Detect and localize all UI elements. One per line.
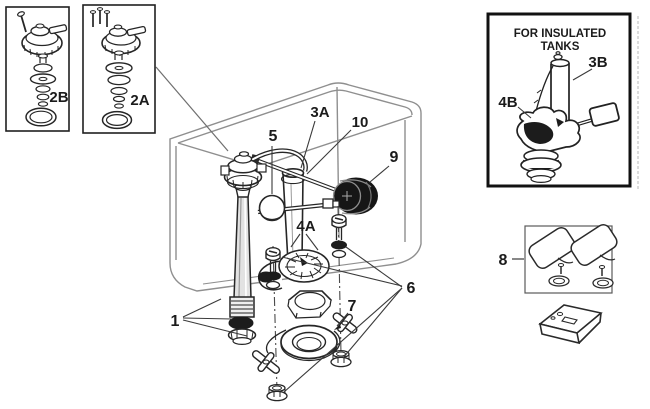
callout-4a: 4A	[296, 218, 315, 235]
mounting-plate-drawing	[251, 312, 358, 374]
callout-6: 6	[407, 280, 416, 297]
insulated-title-line1: FOR INSULATED	[514, 28, 606, 40]
fill-valve-drawing	[220, 151, 267, 346]
callout-4b: 4B	[498, 94, 517, 111]
callout-7: 7	[348, 298, 357, 315]
wedge-shim-drawing	[538, 304, 603, 345]
flapper-pad-kit-8: 8	[499, 224, 618, 294]
callout-8: 8	[499, 252, 508, 269]
callout-2a: 2A	[130, 92, 149, 109]
inset-kit-2a: 2A	[82, 4, 156, 134]
float-ball-drawing	[332, 177, 378, 215]
callout-3b: 3B	[588, 54, 607, 71]
callout-2b: 2B	[49, 89, 68, 106]
callout-10: 10	[352, 114, 369, 131]
right-tank-bolt-drawing	[331, 213, 347, 259]
callout-9: 9	[390, 149, 399, 166]
overflow-tube-drawing	[280, 168, 306, 263]
refill-tube-drawing	[248, 148, 308, 172]
inset-insulated-tanks: FOR INSULATED TANKS	[486, 12, 632, 188]
kit-to-valve-leader	[155, 66, 229, 152]
bottom-hex-nut-left	[266, 383, 288, 402]
callout-labels: 5 3A 10 9 4A 1 7 6	[171, 104, 416, 330]
float-cup-drawing	[257, 194, 340, 222]
leader-3b	[572, 68, 593, 81]
callout-5: 5	[269, 128, 278, 145]
insulated-title-line2: TANKS	[541, 41, 580, 53]
locknut-drawing	[287, 290, 333, 319]
inset-kit-2b: 2B	[5, 6, 70, 132]
bottom-hex-nut-right	[330, 349, 352, 368]
callout-leader-lines	[182, 120, 403, 393]
callout-1: 1	[171, 313, 180, 330]
callout-3a: 3A	[310, 104, 329, 121]
leader-4b	[517, 106, 532, 119]
insulated-flapper-drawing	[516, 51, 620, 184]
left-tank-bolt-drawing	[265, 246, 281, 290]
